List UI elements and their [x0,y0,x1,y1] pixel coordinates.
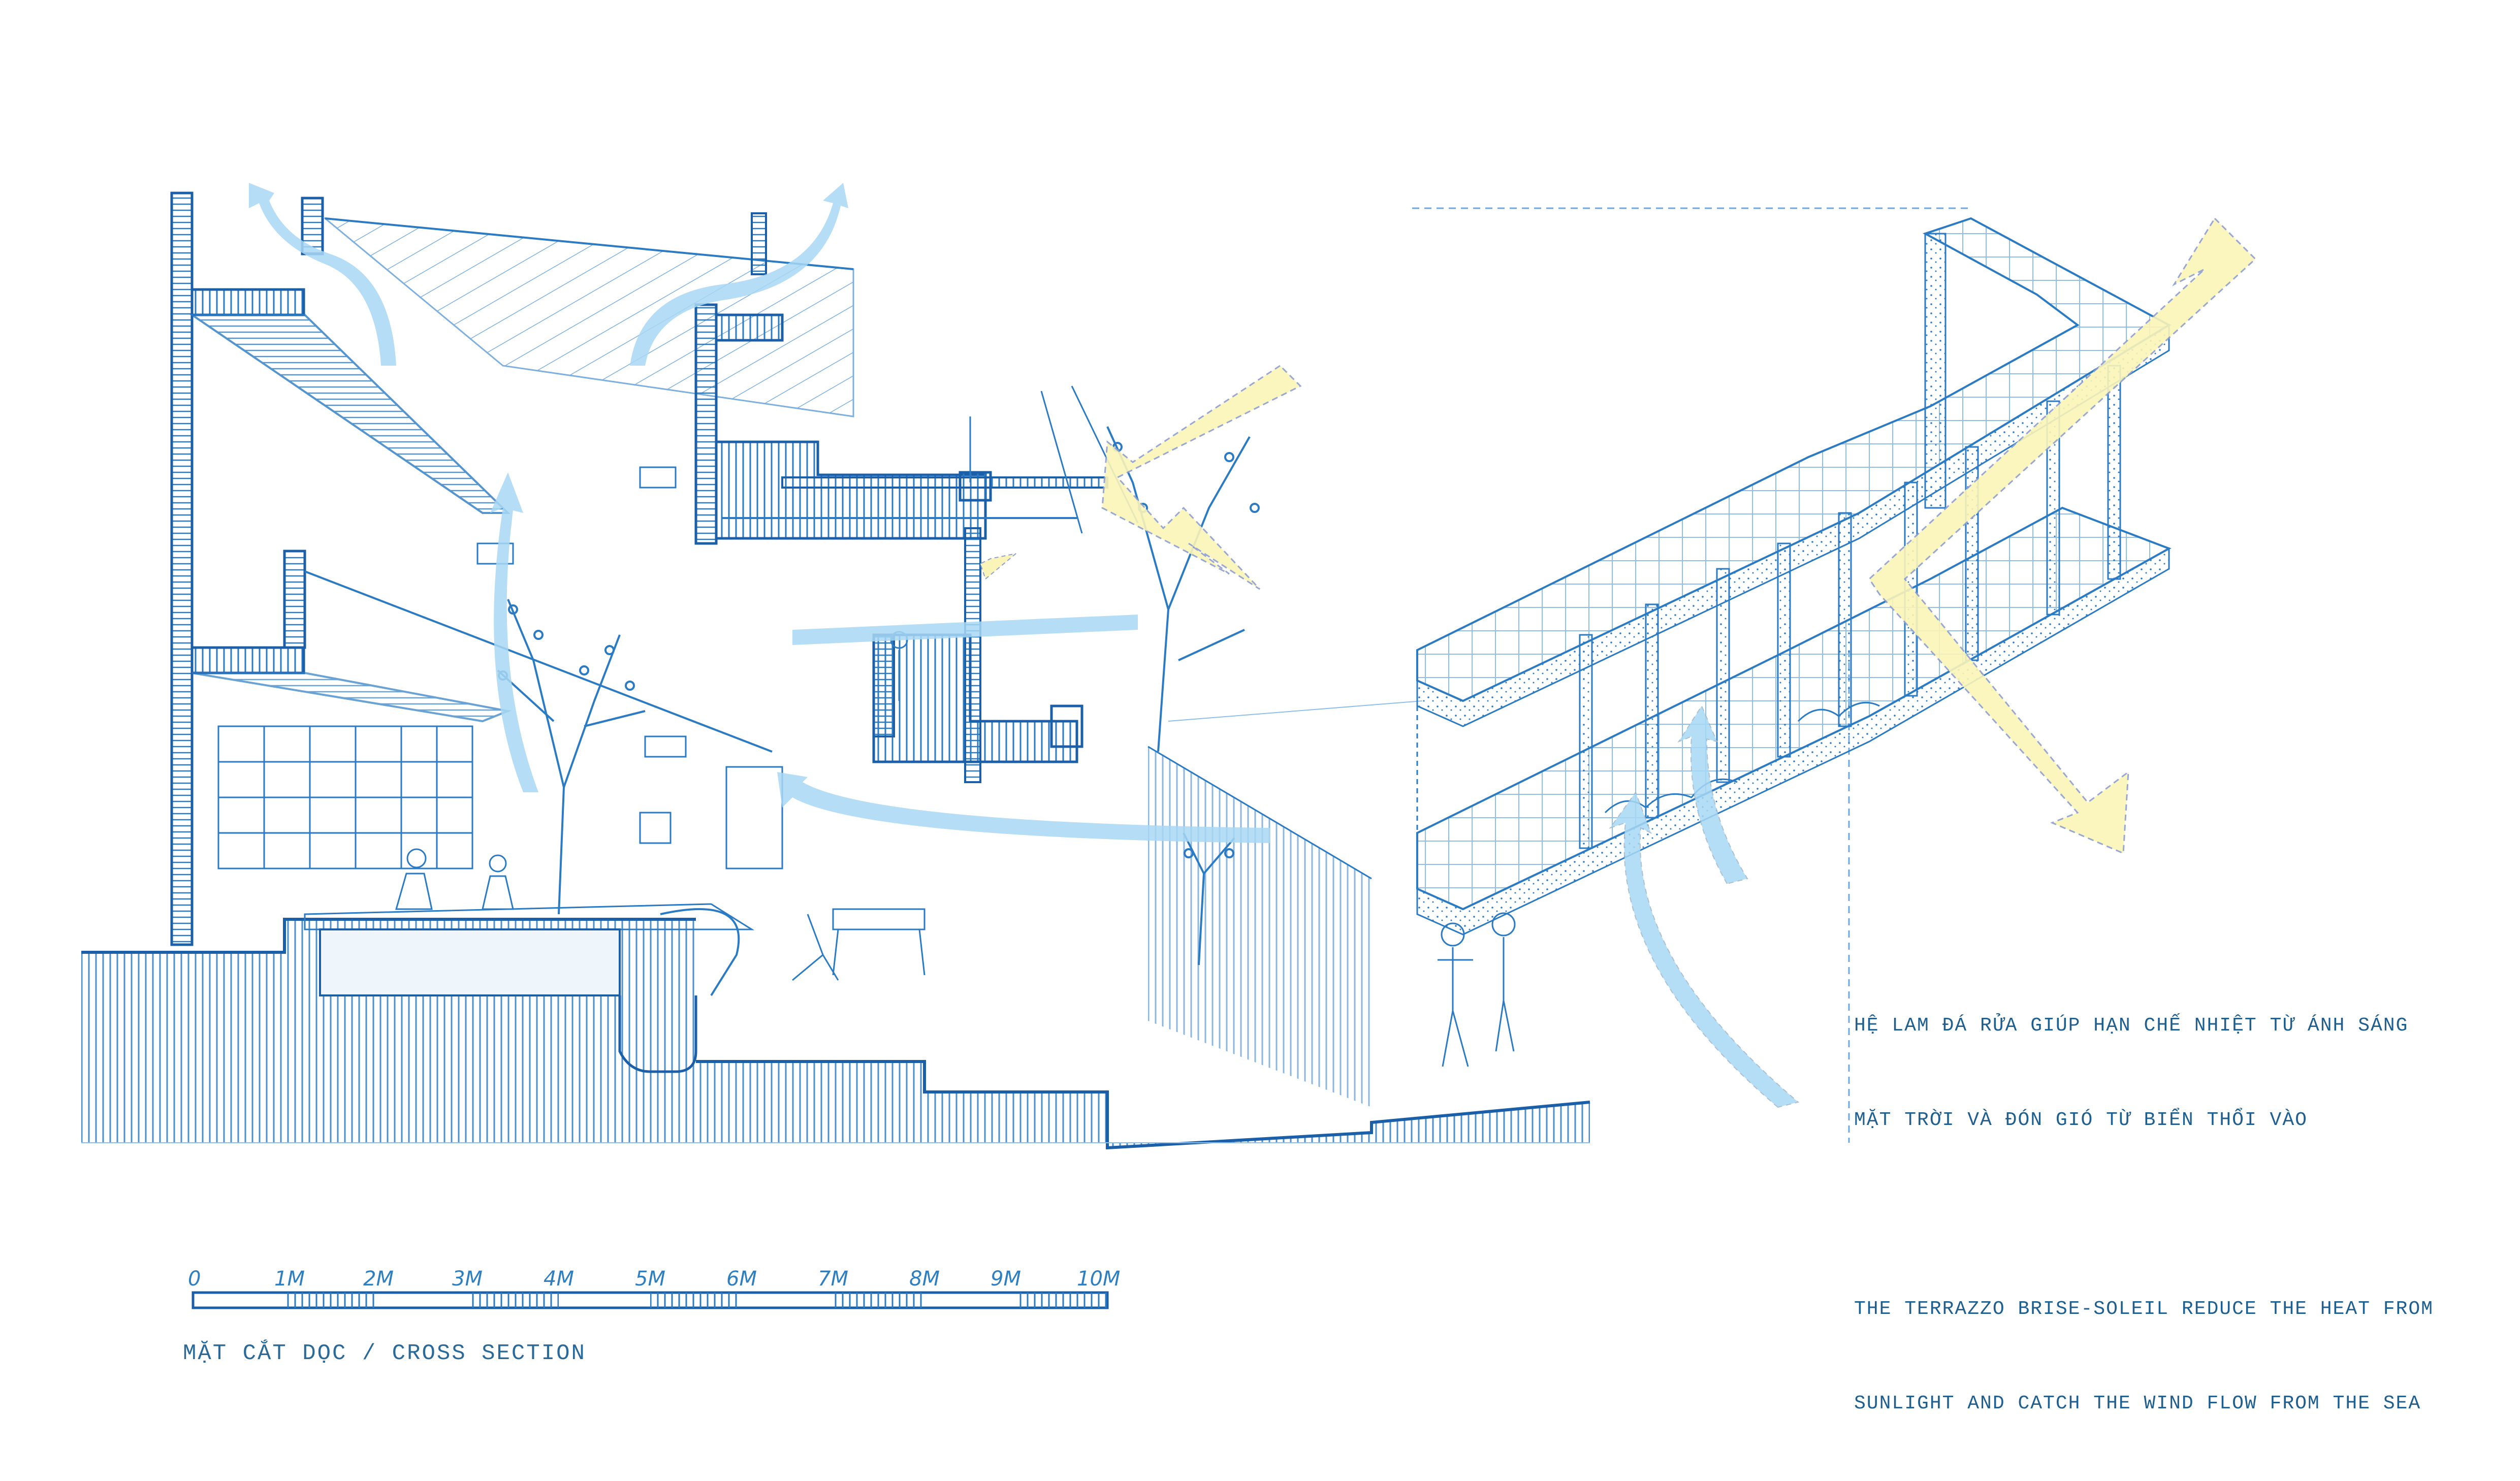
wind-arrow-floor-2 [777,772,1270,843]
scale-label-6m: 6M [726,1267,757,1291]
wind-arrow-roof-right [630,183,848,366]
wind-arrow-intake-2 [1677,704,1748,885]
scale-label-3m: 3M [452,1267,483,1291]
scale-label-9m: 9M [991,1267,1021,1291]
scale-label-8m: 8M [909,1267,940,1291]
annotation-en-line-2: SUNLIGHT AND CATCH THE WIND FLOW FROM TH… [1854,1393,2421,1414]
dining-terrace [792,908,926,981]
library-shelves [217,725,473,870]
fence [1147,700,1423,1107]
brise-soleil-axonometric [1412,207,2172,1143]
drawing-caption: MẶT CẮT DỌC / CROSS SECTION [183,1341,586,1366]
wind-arrow-courtyard [490,472,538,792]
scale-label-5m: 5M [635,1267,665,1291]
annotation-vi-line-1: HỆ LAM ĐÁ RỬA GIÚP HẠN CHẾ NHIỆT TỪ ÁNH … [1854,1015,2409,1037]
sun-arrow-section [979,365,1302,590]
scale-label-4m: 4M [544,1267,574,1291]
pool-and-deck [304,903,755,1073]
upper-floors-right [781,385,1139,763]
sun-arrow-brise-soleil [1868,217,2257,855]
planter-boxes [1604,701,1880,814]
cross-section [81,191,1590,1150]
scale-label-1m: 1M [274,1267,305,1291]
left-wall [170,191,324,946]
roof-pergola [323,212,854,417]
scale-label-7m: 7M [818,1267,848,1291]
windows [476,466,783,870]
scale-label-2m: 2M [363,1267,394,1291]
annotation-vi-line-2: MẶT TRỜI VÀ ĐÓN GIÓ TỪ BIỂN THỔI VÀO [1854,1109,2308,1131]
scale-bar [192,1291,1109,1309]
wind-arrow-floor-1 [792,615,1138,645]
wind-arrows-section [249,183,1270,843]
wind-arrow-intake-1 [1609,791,1800,1108]
scale-label-10m: 10M [1077,1267,1121,1291]
wind-arrow-roof-left [249,183,396,366]
brise-soleil-annotation: HỆ LAM ĐÁ RỬA GIÚP HẠN CHẾ NHIỆT TỪ ÁNH … [1854,947,2434,1451]
scale-label-0: 0 [188,1267,201,1291]
wind-arrows-brise-soleil [1609,704,1800,1108]
annotation-en-line-1: THE TERRAZZO BRISE-SOLEIL REDUCE THE HEA… [1854,1298,2434,1320]
